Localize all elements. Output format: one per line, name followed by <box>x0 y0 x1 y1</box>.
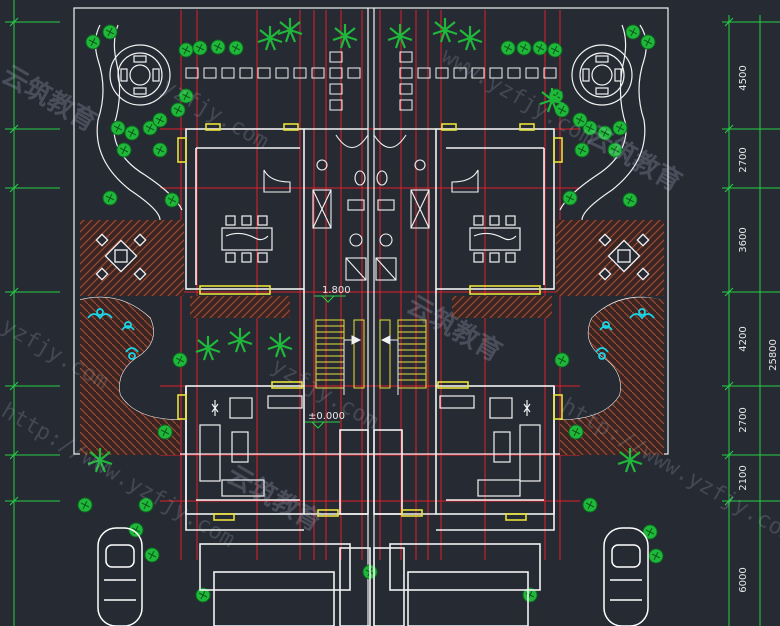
patio-table-right <box>598 233 650 281</box>
dimension-labels: 4500 2700 3600 4200 2700 2100 6000 25800 <box>738 65 779 592</box>
watermark-cn-1: 云筑教育 <box>0 59 102 138</box>
round-terrace-left <box>109 44 171 106</box>
round-terrace-right <box>571 44 633 106</box>
stepping-stones <box>185 51 557 111</box>
level-markers <box>305 295 346 429</box>
dim-4200: 4200 <box>738 326 749 351</box>
dim-2100: 2100 <box>738 465 749 490</box>
axis-grid <box>160 10 580 560</box>
dimension-chain-left <box>5 0 60 626</box>
dim-2700-a: 2700 <box>738 147 749 172</box>
living-room-left <box>199 395 303 497</box>
stairs <box>315 319 427 389</box>
dim-3600: 3600 <box>738 227 749 252</box>
building-walls <box>185 128 555 626</box>
living-room-right <box>439 395 541 497</box>
stair-arrows <box>343 335 399 395</box>
level-ground-label: ±0.000 <box>308 411 345 422</box>
dimension-chain-right <box>722 15 780 626</box>
site-boundary <box>73 7 669 626</box>
level-upper-label: 1.800 <box>322 285 351 296</box>
watermark-url-4: yzfjy.com <box>267 354 383 435</box>
windows <box>177 123 563 521</box>
watermark-url-2: www.yzfjy.com <box>437 44 599 152</box>
dining-table-right <box>469 215 521 263</box>
water-plants <box>87 308 655 360</box>
dining-table-left <box>221 215 273 263</box>
dim-4500: 4500 <box>738 65 749 90</box>
watermarks: 云筑教育 云筑教育 云筑教育 云筑教育 http://www.yzfjy.com… <box>0 44 780 553</box>
watermark-cn-4: 云筑教育 <box>222 459 328 538</box>
patio-table-left <box>95 233 147 281</box>
dim-total-25800: 25800 <box>768 339 779 371</box>
dim-6000: 6000 <box>738 567 749 592</box>
car-right <box>603 527 649 626</box>
bathroom-fixtures <box>263 134 479 281</box>
car-left <box>97 527 143 626</box>
dim-2700-b: 2700 <box>738 407 749 432</box>
